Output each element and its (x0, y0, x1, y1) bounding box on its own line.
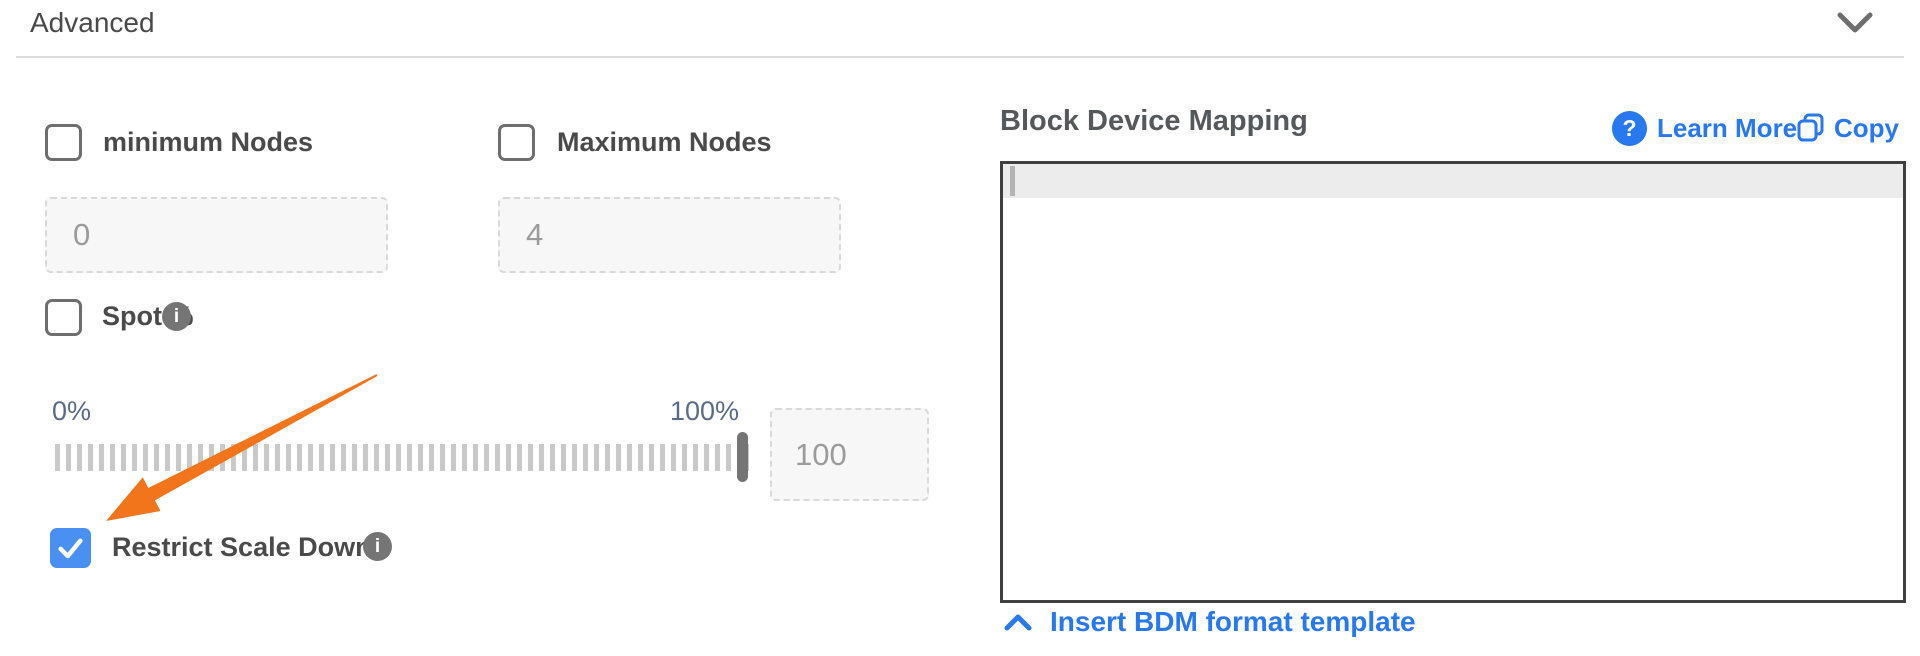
insert-bdm-template-label: Insert BDM format template (1050, 606, 1416, 637)
slider-max-label: 100% (669, 396, 739, 426)
bdm-title: Block Device Mapping (1000, 105, 1308, 137)
restrict-info-icon[interactable]: i (363, 532, 392, 561)
editor-active-line (1003, 164, 1903, 198)
insert-bdm-template-link[interactable]: Insert BDM format template (1004, 606, 1416, 638)
restrict-scale-down-label: Restrict Scale Down (112, 532, 372, 562)
learn-more-link[interactable]: ? Learn More (1612, 111, 1797, 146)
maximum-nodes-checkbox[interactable] (498, 124, 535, 161)
question-circle-icon: ? (1612, 111, 1647, 146)
minimum-nodes-checkbox[interactable] (45, 124, 82, 161)
section-title: Advanced (30, 7, 155, 38)
chevron-down-icon[interactable] (1836, 11, 1874, 35)
copy-icon (1797, 113, 1824, 144)
copy-label: Copy (1834, 113, 1899, 143)
spot-slider-track[interactable] (55, 444, 749, 471)
spot-percent-checkbox[interactable] (45, 299, 82, 336)
spot-percent-input[interactable] (770, 408, 929, 501)
restrict-scale-down-checkbox[interactable] (50, 528, 91, 568)
chevron-up-icon (1004, 613, 1032, 631)
minimum-nodes-label: minimum Nodes (103, 127, 314, 157)
minimum-nodes-input[interactable] (45, 197, 388, 273)
slider-min-label: 0% (52, 396, 92, 426)
copy-button[interactable]: Copy (1797, 113, 1899, 144)
maximum-nodes-input[interactable] (498, 197, 841, 273)
section-divider (16, 56, 1904, 58)
bdm-editor[interactable] (1000, 161, 1906, 603)
maximum-nodes-label: Maximum Nodes (557, 127, 772, 157)
editor-text-cursor (1010, 166, 1015, 196)
learn-more-label: Learn More (1657, 113, 1798, 143)
spot-info-icon[interactable]: i (162, 302, 191, 331)
spot-slider-handle[interactable] (737, 432, 748, 482)
